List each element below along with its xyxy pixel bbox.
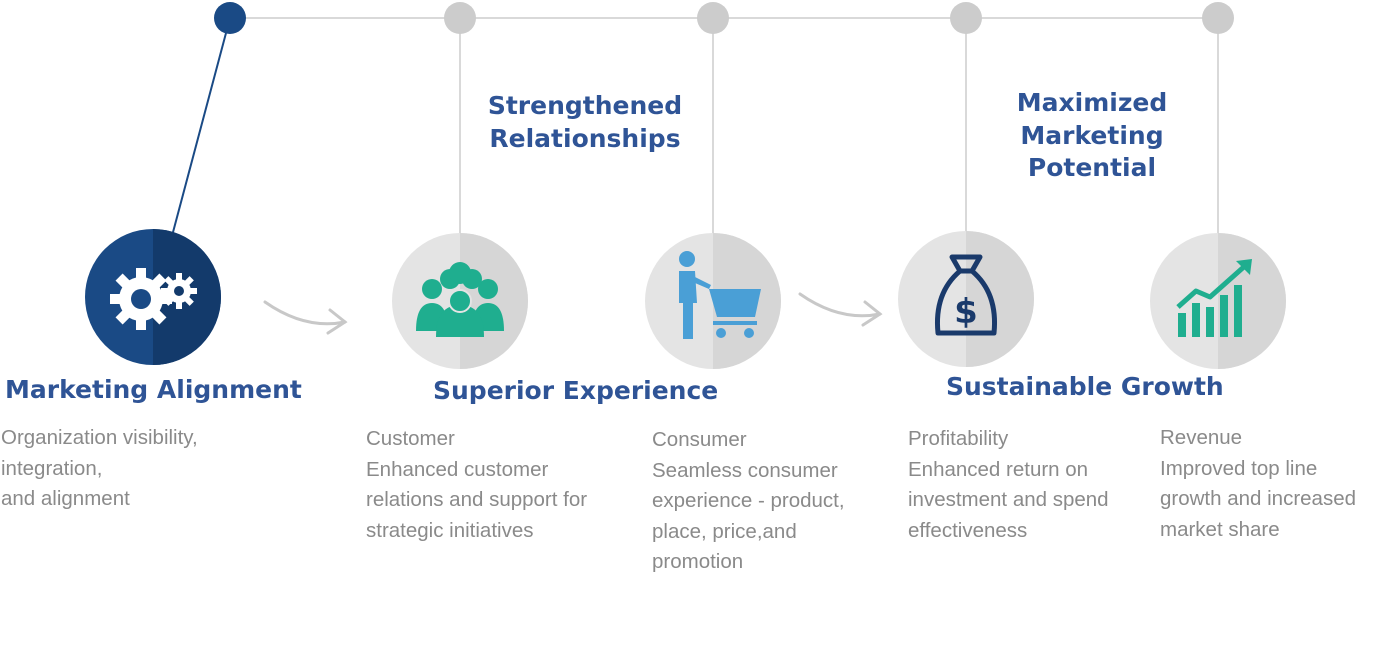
heading-strengthened-relationships: Strengthened Relationships bbox=[472, 90, 698, 155]
timeline-dot-profitability bbox=[950, 2, 982, 34]
shopping-cart-person-icon bbox=[679, 251, 761, 339]
heading-maximized-marketing-potential: Maximized Marketing Potential bbox=[987, 87, 1197, 185]
node-profitability: $ bbox=[898, 231, 1034, 367]
node-consumer bbox=[645, 233, 781, 369]
node-revenue bbox=[1150, 233, 1286, 369]
description-line: Profitability bbox=[908, 427, 1009, 450]
timeline-dot-customer bbox=[444, 2, 476, 34]
curved-arrow-icon-2 bbox=[798, 292, 883, 327]
description-line: strategic initiatives bbox=[366, 518, 534, 542]
description-line: promotion bbox=[652, 550, 744, 573]
heading-marketing-alignment: Marketing Alignment bbox=[5, 375, 302, 404]
heading-sustainable-growth: Sustainable Growth bbox=[946, 372, 1224, 401]
description-line: Consumer bbox=[652, 428, 747, 451]
description-line: integration, bbox=[1, 456, 103, 480]
description-line: place, price,and bbox=[652, 519, 797, 543]
description-consumer: Consumer Seamless consumer experience - … bbox=[652, 425, 845, 578]
description-line: Enhanced return on bbox=[908, 457, 1089, 481]
curved-arrow-icon-1 bbox=[263, 300, 348, 335]
svg-text:$: $ bbox=[954, 292, 978, 332]
description-revenue: Revenue Improved top line growth and inc… bbox=[1160, 423, 1356, 545]
description-line: Seamless consumer bbox=[652, 458, 838, 482]
money-bag-icon: $ bbox=[934, 254, 998, 336]
timeline-dot-consumer bbox=[697, 2, 729, 34]
node-customer bbox=[392, 233, 528, 369]
description-line: market share bbox=[1160, 517, 1280, 541]
description-line: experience - product, bbox=[652, 489, 845, 512]
gears-icon bbox=[110, 268, 197, 330]
description-line: growth and increased bbox=[1160, 487, 1357, 510]
description-line: relations and support for bbox=[366, 488, 588, 511]
description-line: Revenue bbox=[1160, 426, 1243, 449]
timeline-dot-revenue bbox=[1202, 2, 1234, 34]
description-line: and alignment bbox=[1, 487, 130, 510]
description-line: effectiveness bbox=[908, 518, 1028, 542]
timeline-dot-alignment bbox=[214, 2, 246, 34]
node-marketing-alignment bbox=[85, 229, 221, 365]
heading-line: Relationships bbox=[489, 123, 681, 153]
heading-line: Potential bbox=[1027, 153, 1157, 182]
description-customer: Customer Enhanced customer relations and… bbox=[366, 424, 587, 546]
description-alignment: Organization visibility, integration, an… bbox=[1, 423, 198, 515]
description-line: investment and spend bbox=[908, 488, 1109, 511]
heading-line: Strengthened bbox=[487, 91, 683, 120]
heading-line: Marketing bbox=[1020, 120, 1164, 150]
connector-alignment bbox=[171, 17, 231, 237]
growth-chart-icon bbox=[1176, 259, 1252, 337]
description-line: Enhanced customer bbox=[366, 457, 549, 481]
heading-superior-experience: Superior Experience bbox=[433, 376, 719, 405]
people-group-icon bbox=[416, 262, 504, 337]
description-line: Improved top line bbox=[1160, 456, 1318, 480]
description-line: Organization visibility, bbox=[1, 426, 198, 449]
description-line: Customer bbox=[366, 427, 455, 450]
description-profitability: Profitability Enhanced return on investm… bbox=[908, 424, 1109, 546]
heading-line: Maximized bbox=[1016, 88, 1168, 117]
